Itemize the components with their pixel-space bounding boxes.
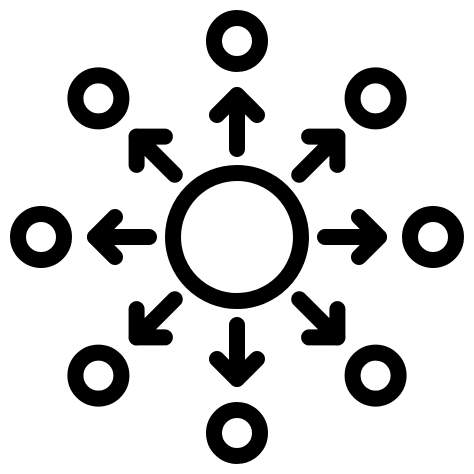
arrow-head-up bbox=[209, 87, 265, 123]
node-circle-down-left bbox=[67, 344, 130, 407]
arrow-head-up-left bbox=[128, 128, 173, 173]
arrow-head-down-left bbox=[128, 301, 173, 346]
node-circle-up-left bbox=[67, 67, 130, 130]
node-circle-up-right bbox=[344, 67, 407, 130]
spoke-down bbox=[206, 317, 268, 464]
spoke-up-left bbox=[67, 67, 183, 183]
spoke-up-right bbox=[291, 67, 407, 183]
arrow-head-down-right bbox=[301, 301, 346, 346]
arrow-head-left bbox=[87, 209, 123, 265]
arrow-head-up-right bbox=[301, 128, 346, 173]
spoke-down-right bbox=[291, 291, 407, 407]
spoke-up bbox=[206, 10, 268, 157]
spoke-right bbox=[317, 206, 464, 268]
node-circle-up bbox=[206, 10, 268, 72]
hub-circle bbox=[165, 165, 309, 309]
node-circle-right bbox=[402, 206, 464, 268]
arrow-head-down bbox=[209, 351, 265, 387]
spoke-down-left bbox=[67, 291, 183, 407]
arrow-head-right bbox=[351, 209, 387, 265]
node-circle-down-right bbox=[344, 344, 407, 407]
node-circle-left bbox=[10, 206, 72, 268]
spoke-left bbox=[10, 206, 157, 268]
node-circle-down bbox=[206, 402, 268, 464]
